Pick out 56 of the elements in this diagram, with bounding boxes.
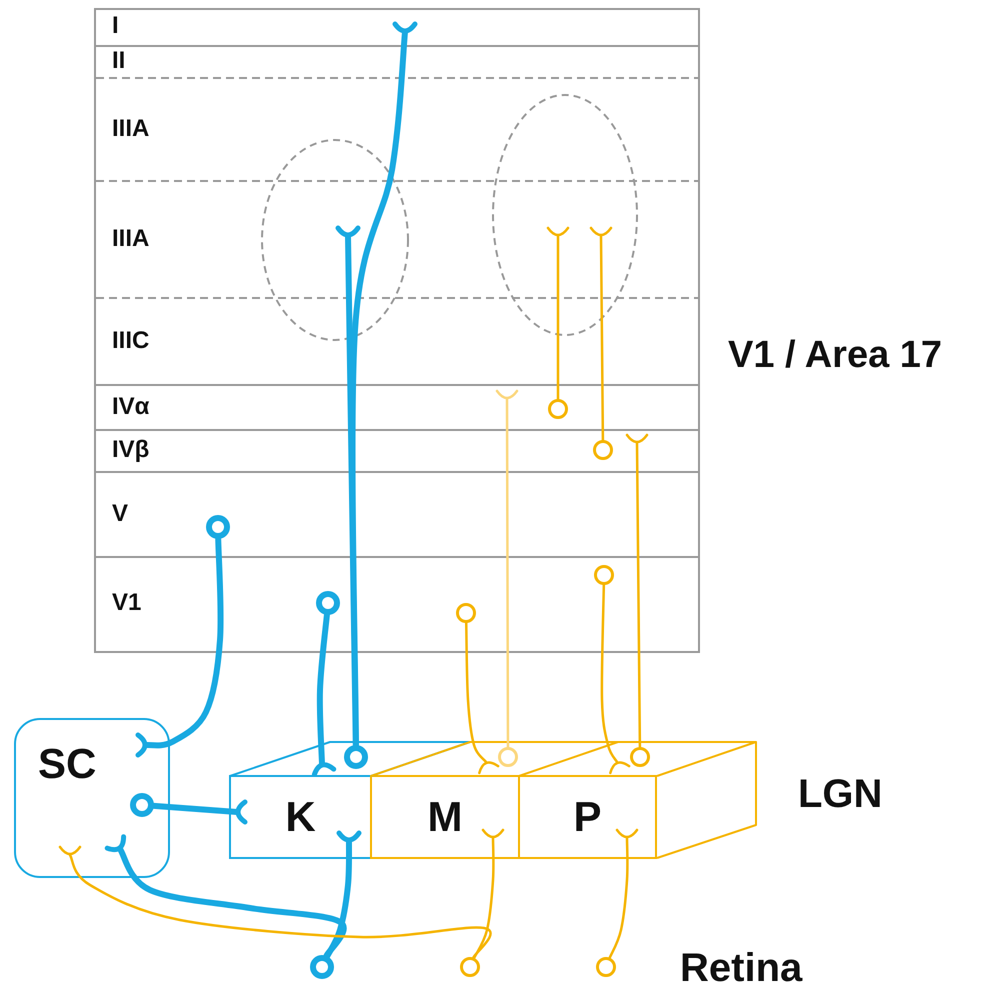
layer-label: IIIC (112, 328, 150, 354)
layer-letter: K (285, 793, 316, 841)
layer-label: V (112, 500, 128, 527)
lgn-layer-box (518, 775, 657, 859)
synapse-terminal (337, 831, 361, 841)
layer-letter: P (573, 793, 602, 841)
cell-body-circle (316, 591, 340, 615)
layer-label: IVβ (112, 437, 150, 464)
cell-body-circle (548, 399, 568, 419)
cell-body-circle (460, 957, 480, 977)
axon-line (600, 234, 604, 442)
synapse-terminal (136, 733, 146, 757)
axon-line (506, 398, 510, 748)
layer-label: V1 (112, 590, 142, 616)
axon-line (472, 836, 495, 960)
cell-body-circle (206, 515, 230, 539)
cell-body-circle (344, 745, 368, 769)
synapse-terminal (393, 22, 417, 32)
synapse-terminal (495, 389, 519, 399)
axon-line (636, 442, 642, 748)
layer-label: IIIA (112, 226, 150, 252)
cell-body-circle (310, 955, 334, 979)
cell-body-circle (630, 747, 650, 767)
synapse-terminal (615, 828, 639, 838)
lgn-layer-box (370, 775, 520, 859)
cortex-box (94, 8, 700, 653)
synapse-terminal (546, 226, 570, 236)
synapse-terminal (58, 845, 82, 855)
synapse-terminal (481, 828, 505, 838)
region-label: LGN (798, 772, 882, 816)
area-label: V1 / Area 17 (728, 335, 942, 377)
layer-label: II (112, 48, 126, 74)
layer-label: IIIA (112, 116, 150, 142)
layer-label: I (112, 13, 119, 40)
synapse-terminal (589, 226, 613, 236)
cell-body-circle (130, 793, 154, 817)
synapse-terminal (237, 800, 247, 824)
synapse-terminal (310, 760, 336, 777)
synapse-terminal (336, 226, 360, 236)
axon-line (600, 584, 618, 764)
region-label: Retina (680, 946, 802, 987)
cell-body-circle (596, 957, 616, 977)
cell-body-circle (498, 747, 518, 767)
cell-body-circle (456, 603, 476, 623)
synapse-terminal (625, 433, 649, 443)
nucleus-label: SC (38, 740, 96, 788)
cell-body-circle (594, 565, 614, 585)
layer-letter: M (428, 793, 462, 841)
cell-body-circle (593, 440, 613, 460)
layer-label: IVα (112, 394, 150, 420)
axon-line (556, 234, 560, 400)
axon-line (608, 836, 629, 959)
lgn-layer-box (229, 775, 372, 859)
nucleus-box (14, 718, 170, 878)
axon-line (464, 622, 488, 764)
axon-line (68, 854, 492, 959)
